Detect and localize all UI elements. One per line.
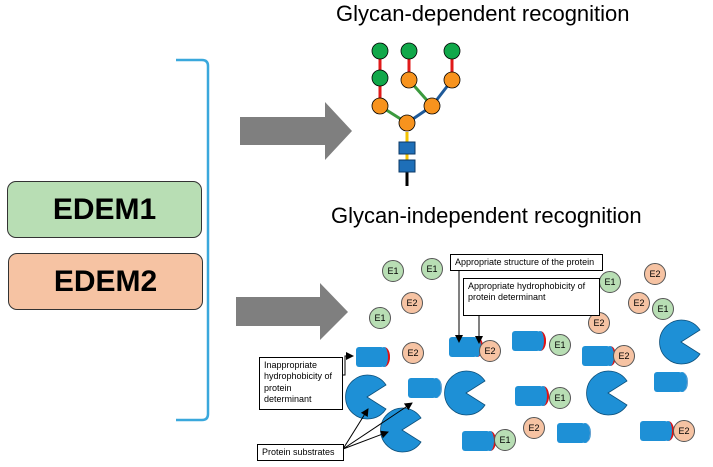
edem1-box: EDEM1 [7,181,202,238]
mannose-circle [423,97,441,115]
substrate-pacman [659,319,701,365]
edem2-marker: E2 [628,292,650,314]
mannose-circle [400,71,418,89]
edem1-marker: E1 [494,429,516,451]
glycan-dependent-title: Glycan-dependent recognition [336,1,630,26]
edem2-marker: E2 [479,340,501,362]
edem1-marker: E1 [549,334,571,356]
edem1-label: EDEM1 [52,192,157,226]
substrate-pacman [586,370,628,416]
callout-arrow [342,402,413,450]
edem1-marker: E1 [369,307,391,329]
callout-appropriate-hydrophobicity: Appropriate hydrophobicity of protein de… [463,278,600,316]
substrate-cylinder [356,347,390,367]
mannose-circle [371,97,389,115]
glucose-circle [371,69,389,87]
glucose-circle [443,42,461,60]
glucose-circle [400,42,418,60]
edem1-marker: E1 [549,387,571,409]
substrate-pacman [444,370,486,416]
edem2-marker: E2 [613,345,635,367]
callout-arrow [342,430,389,450]
substrate-cylinder [512,331,546,351]
callout-arrow [342,352,354,376]
edem2-marker: E2 [523,417,545,439]
glycan-independent-title: Glycan-independent recognition [331,203,642,228]
mannose-circle [398,114,416,132]
edem2-marker: E2 [673,420,695,442]
substrate-pacman [345,374,387,420]
edem2-box: EDEM2 [8,253,203,310]
edem2-marker: E2 [644,263,666,285]
substrate-cylinder [515,386,549,406]
edem2-label: EDEM2 [53,264,158,298]
callout-arrow [342,408,369,450]
glycan-tree [371,42,461,186]
edem2-marker: E2 [402,342,424,364]
callout-protein-substrates: Protein substrates [257,444,344,461]
callout-inappropriate-hydrophobicity: Inappropriate hydrophobicity of protein … [259,357,343,410]
bracket [176,58,210,422]
glcnac-square [398,141,416,155]
edem1-marker: E1 [382,260,404,282]
mannose-circle [443,71,461,89]
edem1-marker: E1 [421,258,443,280]
edem2-marker: E2 [401,292,423,314]
callout-appropriate-structure: Appropriate structure of the protein [450,254,603,271]
substrate-cylinder [640,421,674,441]
edem1-marker: E1 [652,298,674,320]
arrow-to-glycan-dependent [240,102,352,160]
glcnac-square [398,159,416,173]
glucose-circle [371,42,389,60]
arrow-to-glycan-independent [236,283,348,340]
